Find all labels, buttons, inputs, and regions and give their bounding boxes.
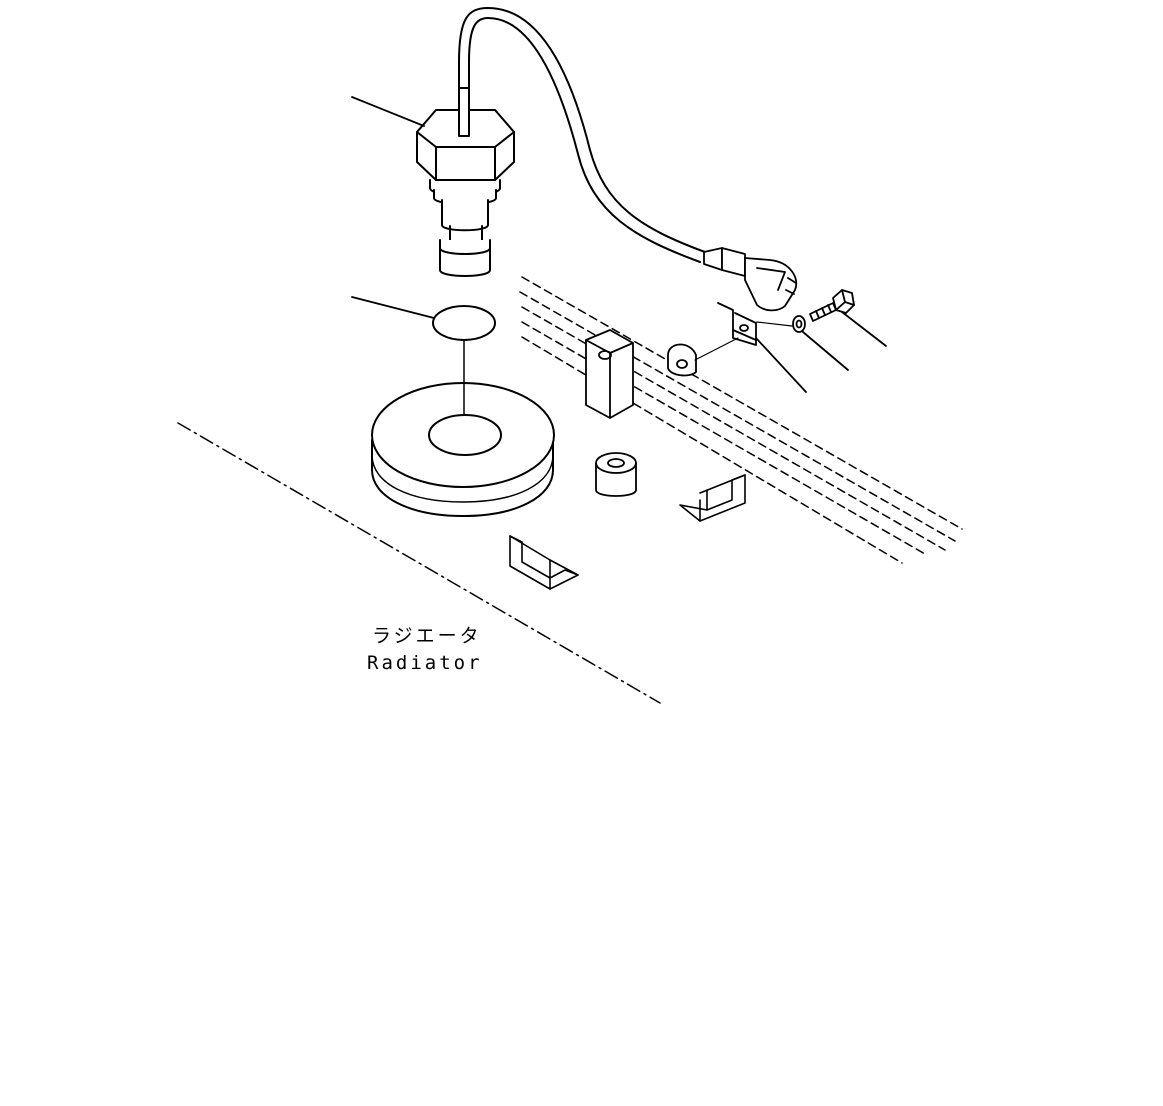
temperature-sensor (416, 87, 515, 277)
angle-bracket-right (679, 474, 746, 522)
sensor-leader-line (351, 96, 425, 127)
angle-bracket-left (509, 535, 579, 590)
radiator-boss (371, 382, 555, 517)
washer (792, 315, 806, 333)
rail-clamp-tab (667, 343, 697, 377)
radiator-label-english: Radiator (367, 652, 483, 674)
bolt (809, 289, 855, 322)
clip-to-tab-line (694, 337, 739, 361)
gasket-leader-line (351, 296, 435, 319)
bolt-leader-line (841, 311, 887, 347)
rail-bracket-block (585, 329, 634, 419)
spacer-collar (595, 452, 637, 497)
clip-leader-line (755, 337, 807, 393)
gasket (432, 305, 496, 341)
radiator-outline-line (177, 422, 661, 704)
sensor-cable (458, 7, 706, 263)
cable-clip (717, 302, 757, 346)
washer-to-clip-line (756, 321, 793, 327)
radiator-label-japanese: ラジエータ (372, 625, 482, 647)
cable-connector (703, 247, 798, 312)
washer-leader-line (802, 331, 849, 371)
